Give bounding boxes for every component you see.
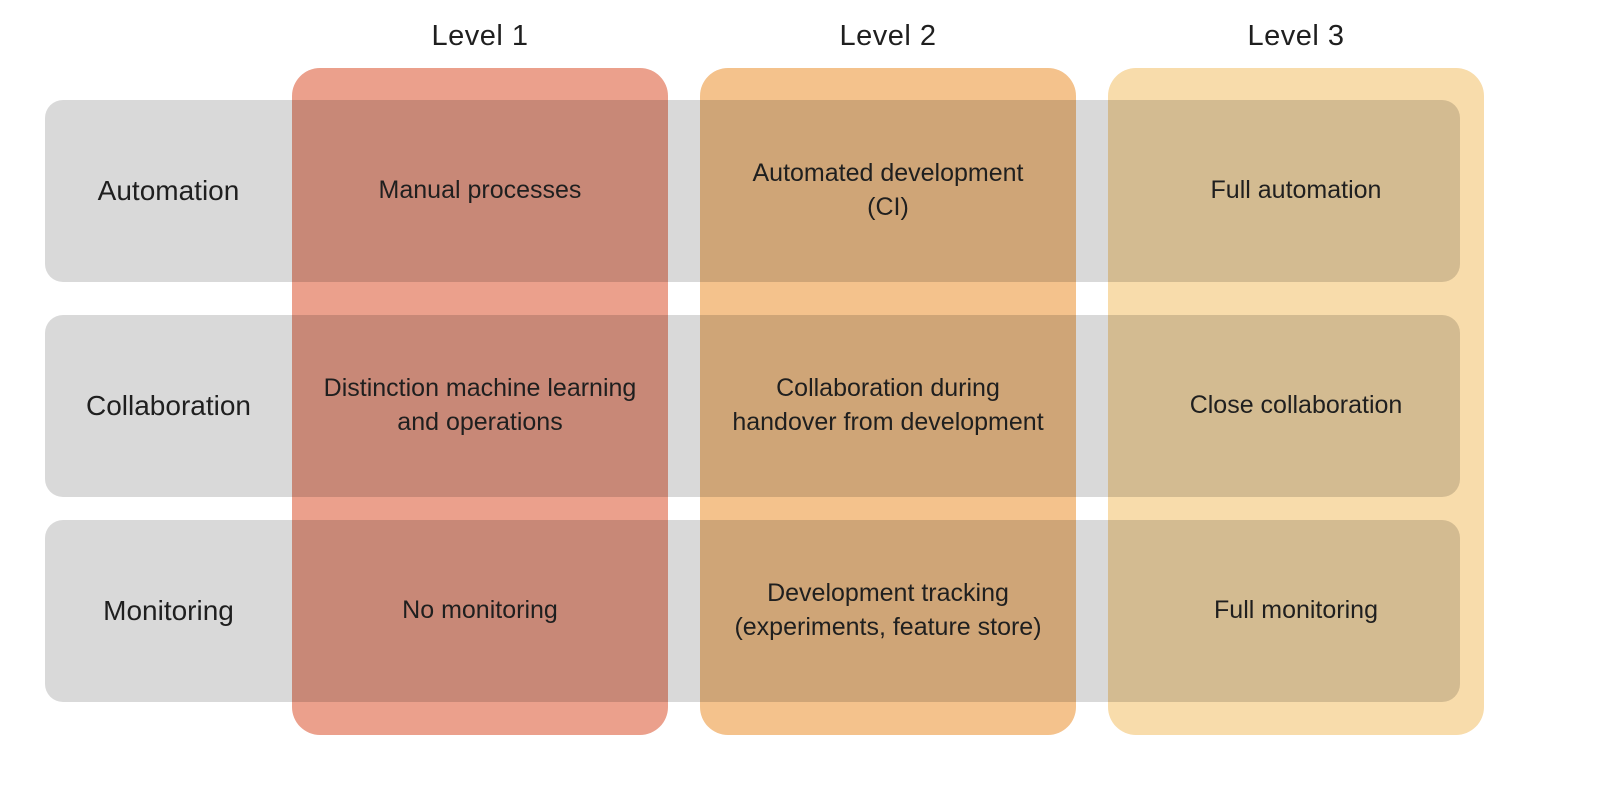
column-band-level-3 [1108,68,1484,735]
column-header-level-1: Level 1 [431,20,529,52]
cell-collaboration-level-2: Collaboration during handover from devel… [732,374,1044,436]
cell-automation-level-3: Full automation [1210,176,1382,205]
cell-automation-level-1: Manual processes [378,176,582,205]
column-band-level-1 [292,68,668,735]
row-label-automation: Automation [97,175,240,206]
row-label-monitoring: Monitoring [103,595,234,626]
column-header-level-3: Level 3 [1247,20,1345,52]
cell-collaboration-level-3: Close collaboration [1189,391,1403,420]
cell-monitoring-level-3: Full monitoring [1214,596,1378,625]
cell-monitoring-level-1: No monitoring [402,596,558,625]
row-label-collaboration: Collaboration [86,390,251,421]
cell-monitoring-level-2: Development tracking (experiments, featu… [734,579,1042,641]
column-band-level-2 [700,68,1076,735]
column-header-level-2: Level 2 [839,20,937,52]
cell-collaboration-level-1: Distinction machine learning and operati… [323,374,637,436]
cell-automation-level-2: Automated development (CI) [752,159,1024,221]
